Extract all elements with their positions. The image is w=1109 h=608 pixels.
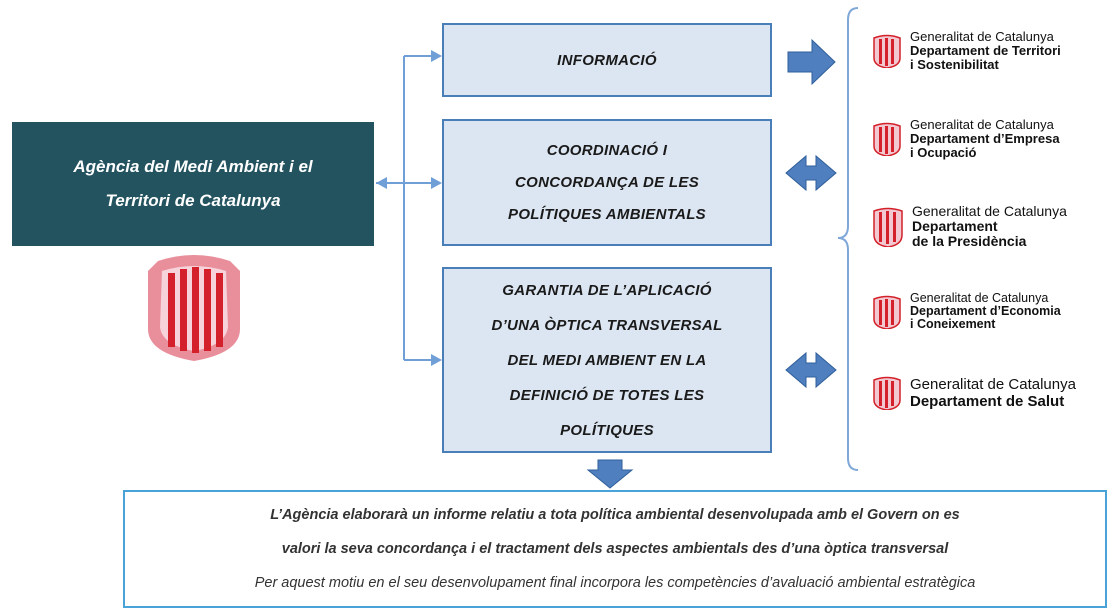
function-text: POLÍTIQUES <box>560 421 654 439</box>
department-item-empresa: Generalitat de Catalunya Departament d’E… <box>872 118 1060 160</box>
department-name: Departament d’Economia <box>910 304 1061 318</box>
department-name: Departament de Territori <box>910 43 1061 58</box>
double-arrow-icon <box>785 154 837 192</box>
agency-title-line1: Agència del Medi Ambient i el <box>73 157 313 176</box>
arrowhead-to-informacio <box>431 50 442 62</box>
department-name: i Sostenibilitat <box>910 57 999 72</box>
department-name: de la Presidència <box>912 233 1027 249</box>
senyera-emblem-icon <box>148 255 240 361</box>
department-name: i Coneixement <box>910 317 996 331</box>
branch-connector <box>376 55 440 361</box>
department-org: Generalitat de Catalunya <box>910 291 1049 305</box>
function-text: POLÍTIQUES AMBIENTALS <box>508 205 706 223</box>
department-name: Departament <box>912 218 998 234</box>
agency-title-line2: Territori de Catalunya <box>105 191 281 210</box>
department-item-economia: Generalitat de Catalunya Departament d’E… <box>872 292 1061 331</box>
senyera-logo-icon <box>873 122 901 156</box>
function-box-informacio: INFORMACIÓ <box>442 23 772 97</box>
function-text: COORDINACIÓ I <box>546 141 668 159</box>
department-org: Generalitat de Catalunya <box>910 29 1054 44</box>
function-text: CONCORDANÇA DE LES <box>514 173 699 191</box>
summary-line1: L’Agència elaborarà un informe relatiu a… <box>270 507 960 523</box>
arrowhead-to-coordinacio <box>431 177 442 189</box>
function-text: D’UNA ÒPTICA TRANSVERSAL <box>491 316 723 334</box>
function-text: INFORMACIÓ <box>557 51 657 69</box>
function-text: DEL MEDI AMBIENT EN LA <box>507 351 707 369</box>
department-org: Generalitat de Catalunya <box>910 376 1076 393</box>
summary-line2: valori la seva concordança i el tractame… <box>281 541 949 557</box>
department-name: Departament d’Empresa <box>910 131 1060 146</box>
function-text: DEFINICIÓ DE TOTES LES <box>509 386 705 404</box>
function-text: GARANTIA DE L’APLICACIÓ <box>502 281 712 299</box>
senyera-logo-icon <box>873 295 901 329</box>
agency-box: Agència del Medi Ambient i el Territori … <box>12 122 374 246</box>
summary-box: L’Agència elaborarà un informe relatiu a… <box>123 490 1107 608</box>
department-name: Departament de Salut <box>910 393 1065 410</box>
senyera-logo-icon <box>873 34 901 68</box>
senyera-logo-icon <box>873 207 903 247</box>
arrowhead-to-garantia <box>431 354 442 366</box>
department-item-territori: Generalitat de Catalunya Departament de … <box>872 30 1061 72</box>
function-box-garantia: GARANTIA DE L’APLICACIÓ D’UNA ÒPTICA TRA… <box>442 267 772 453</box>
function-box-coordinacio: COORDINACIÓ I CONCORDANÇA DE LES POLÍTIQ… <box>442 119 772 246</box>
department-org: Generalitat de Catalunya <box>910 117 1054 132</box>
department-item-presidencia: Generalitat de Catalunya Departament de … <box>872 204 1067 249</box>
arrowhead-to-agency <box>376 177 387 189</box>
summary-line3: Per aquest motiu en el seu desenvolupame… <box>254 575 976 591</box>
connector-arrowheads <box>376 50 442 366</box>
department-item-salut: Generalitat de Catalunya Departament de … <box>872 376 1076 410</box>
senyera-logo-icon <box>873 376 901 410</box>
double-arrow-icon <box>785 351 837 389</box>
department-brace <box>837 7 859 471</box>
department-org: Generalitat de Catalunya <box>912 203 1067 219</box>
arrow-right-icon <box>787 38 836 86</box>
arrow-down-icon <box>586 459 634 489</box>
department-name: i Ocupació <box>910 145 977 160</box>
